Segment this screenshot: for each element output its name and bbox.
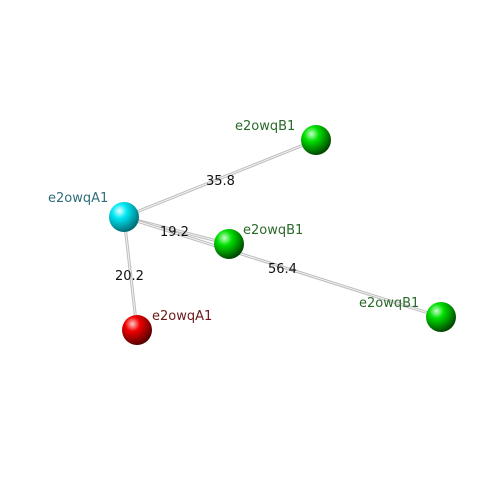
nodes (109, 125, 456, 345)
edge-lines (122, 138, 442, 331)
node-bottom[interactable] (122, 315, 152, 345)
edge-label-hub-right: 56.4 (268, 262, 297, 277)
edge-label-hub-top: 35.8 (206, 174, 235, 189)
node-labels: e2owqA1 e2owqB1 e2owqB1 e2owqB1 e2owqA1 (48, 119, 419, 324)
node-label-right: e2owqB1 (359, 296, 419, 311)
edge-line-hub-bottom-highlight (123, 216, 138, 331)
node-label-bottom: e2owqA1 (152, 309, 212, 324)
edge-labels: 35.8 19.2 56.4 20.2 (115, 174, 297, 284)
node-label-mid: e2owqB1 (243, 223, 303, 238)
node-hub[interactable] (109, 202, 139, 232)
node-mid[interactable] (214, 229, 244, 259)
edge-line-hub-top-highlight (123, 139, 317, 218)
node-right[interactable] (426, 302, 456, 332)
edge-label-hub-mid: 19.2 (160, 225, 189, 240)
node-label-top: e2owqB1 (235, 119, 295, 134)
node-label-hub: e2owqA1 (48, 191, 108, 206)
edge-line-hub-right-highlight (123, 216, 442, 318)
node-top[interactable] (301, 125, 331, 155)
edge-label-hub-bottom: 20.2 (115, 269, 144, 284)
